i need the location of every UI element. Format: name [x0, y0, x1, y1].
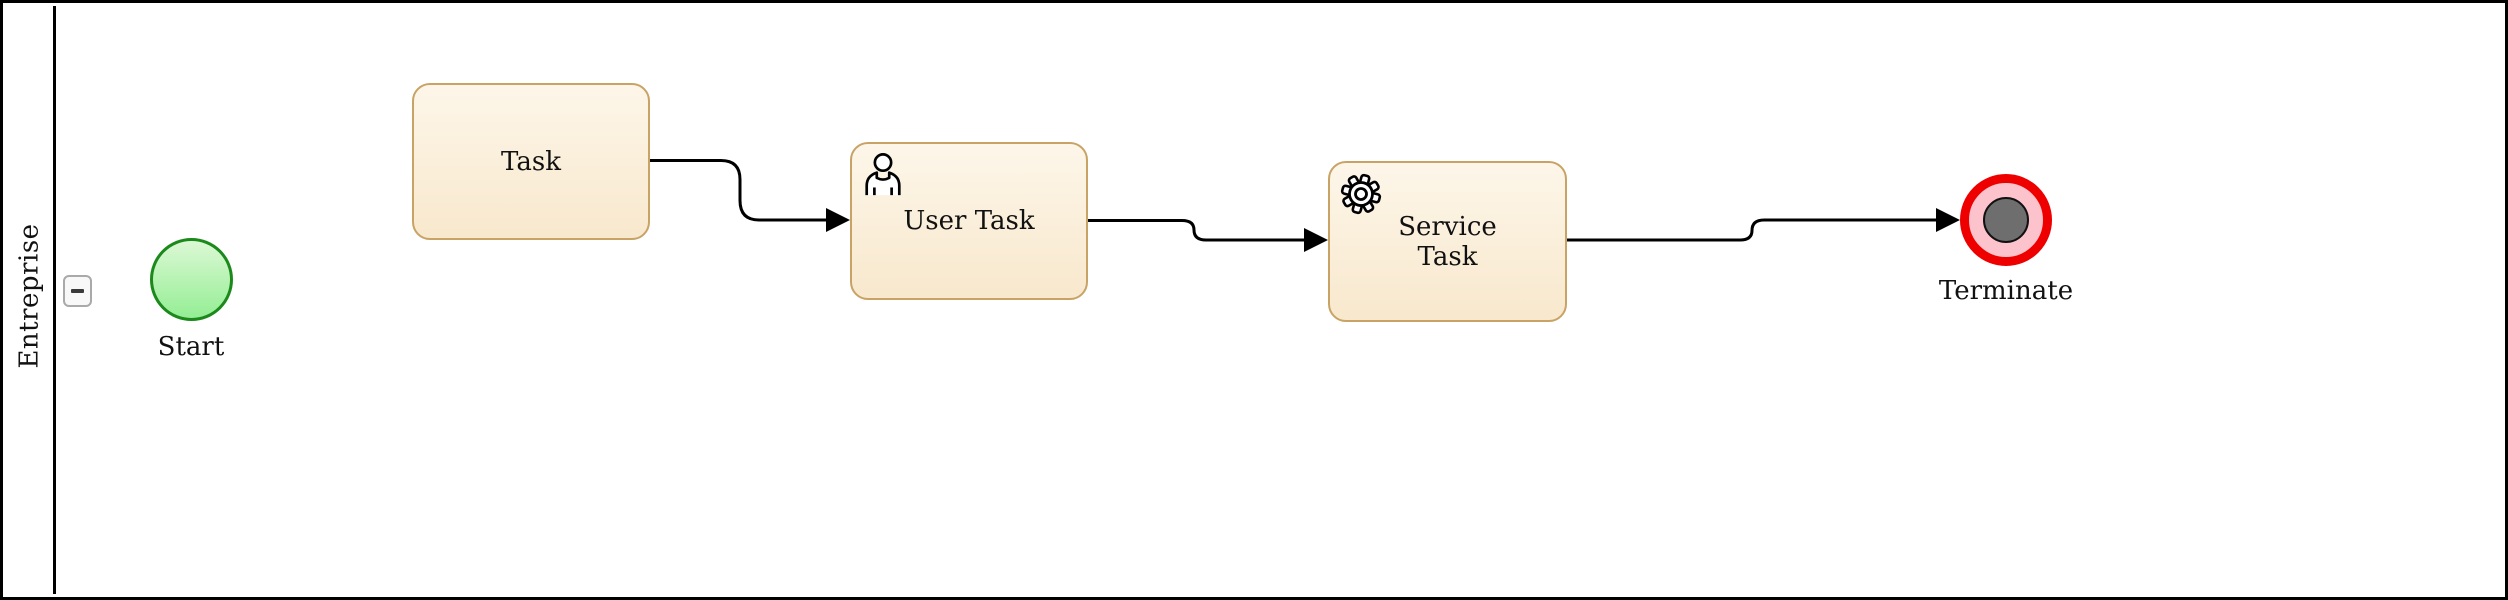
start-event-label: Start	[157, 332, 225, 362]
service-task-label-line1: Service	[1398, 211, 1497, 242]
gear-icon	[1340, 173, 1382, 215]
pool-label-strip[interactable]: Entreprise	[6, 6, 56, 594]
task-node[interactable]: Task	[412, 83, 650, 240]
terminate-event-label: Terminate	[1938, 276, 2074, 306]
task-label: Task	[501, 146, 561, 177]
person-icon	[865, 153, 901, 196]
service-task-node[interactable]: Service Task	[1328, 161, 1567, 322]
service-task-label-line2: Task	[1417, 241, 1478, 272]
minus-icon	[71, 289, 84, 293]
service-task-label: Service Task	[1398, 212, 1497, 272]
user-task-label: User Task	[903, 206, 1035, 236]
user-task-node[interactable]: User Task	[850, 142, 1088, 300]
terminate-core-icon	[1983, 197, 2029, 243]
terminate-end-event[interactable]	[1960, 174, 2052, 266]
pool-collapse-button[interactable]	[63, 275, 92, 307]
pool-title: Entreprise	[14, 223, 45, 369]
start-event[interactable]	[150, 238, 233, 321]
